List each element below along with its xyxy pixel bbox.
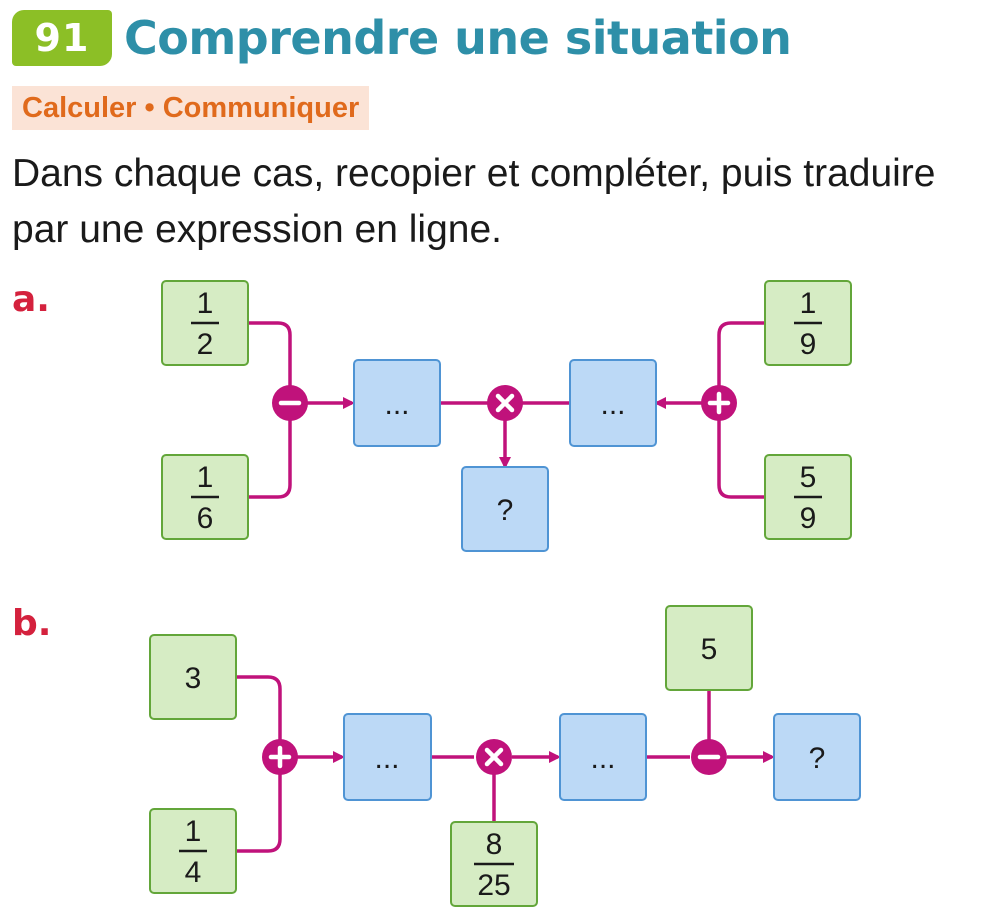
denominator: 4 [185,856,202,889]
part-a-input-top-left: 1 2 [161,280,249,366]
svg-text:...: ... [600,388,625,421]
times-icon [487,385,523,421]
part-a-input-bottom-right: 5 9 [764,454,852,540]
denominator: 9 [800,502,817,535]
numerator: 1 [197,287,214,320]
minus-icon [691,739,727,775]
denominator: 25 [477,869,510,902]
numerator: 1 [197,461,214,494]
part-b-input-bottom-center: 8 25 [450,821,538,907]
svg-text:?: ? [497,494,514,527]
denominator: 6 [197,502,214,535]
svg-text:...: ... [590,742,615,775]
instruction-line-1: Dans chaque cas, recopier et compléter, … [12,152,936,195]
part-b-blank-second: ... [559,713,647,801]
part-b-blank-first: ... [343,713,432,801]
instruction-text: Dans chaque cas, recopier et compléter, … [12,146,997,258]
part-a-input-bottom-left: 1 6 [161,454,249,540]
svg-text:...: ... [374,742,399,775]
part-b-label: b. [12,603,52,644]
part-b-input-bottom-left: 1 4 [149,808,237,894]
times-icon [476,739,512,775]
numerator: 1 [800,287,817,320]
denominator: 9 [800,328,817,361]
part-b-input-top-right: 5 [665,605,753,691]
part-b-input-top-left: 3 [149,634,237,720]
part-b-result: ? [773,713,861,801]
skills-tag: Calculer • Communiquer [12,86,370,130]
numerator: 1 [185,815,202,848]
exercise-number-badge: 91 [12,10,112,66]
svg-text:?: ? [809,742,826,775]
numerator: 8 [486,828,503,861]
minus-icon [272,385,308,421]
part-a-result: ? [461,466,549,552]
svg-text:5: 5 [701,633,718,666]
svg-text:3: 3 [185,662,202,695]
part-a-blank-right: ... [569,359,657,447]
numerator: 5 [800,461,817,494]
instruction-line-2: par une expression en ligne. [12,208,502,251]
plus-icon [262,739,298,775]
denominator: 2 [197,328,214,361]
plus-icon [701,385,737,421]
part-a-label: a. [12,279,50,320]
svg-text:...: ... [384,388,409,421]
exercise-title: Comprendre une situation [124,11,792,65]
part-a-input-top-right: 1 9 [764,280,852,366]
part-a-blank-left: ... [353,359,441,447]
